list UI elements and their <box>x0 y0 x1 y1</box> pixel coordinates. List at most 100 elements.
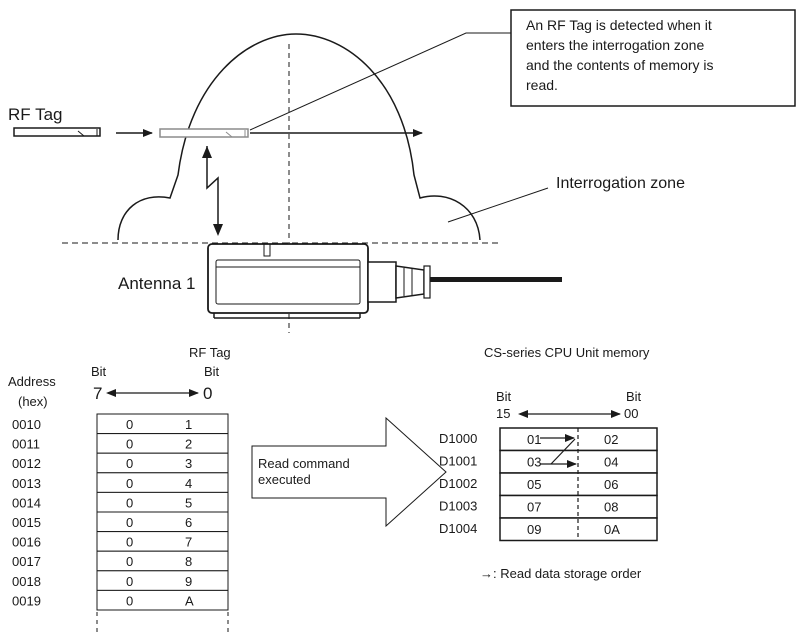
cpu-bit-right-label: Bit <box>626 389 642 404</box>
rf-table-row: 0019 0 A <box>12 589 229 611</box>
rf-table-address: 0017 <box>12 554 41 569</box>
rf-table-low-value: 5 <box>185 495 192 510</box>
cpu-table-row: D1000 01 02 <box>439 427 658 452</box>
rf-table-high-value: 0 <box>126 535 133 550</box>
rf-table-high-value: 0 <box>126 437 133 452</box>
read-command-line-1: Read command <box>258 456 350 471</box>
rf-table-row: 0016 0 7 <box>12 531 229 552</box>
rf-address-label: Address <box>8 374 56 389</box>
rf-table-row: 0018 0 9 <box>12 570 229 591</box>
rf-table-cell-border <box>96 413 229 435</box>
cpu-table-low-value: 04 <box>604 455 618 470</box>
rf-tag-icon <box>13 127 101 137</box>
storage-order-note: →: Read data storage order <box>480 566 642 581</box>
rf-table-low-value: 7 <box>185 535 192 550</box>
cpu-bit-range-arrow-left-head <box>518 410 528 418</box>
cpu-table-address: D1003 <box>439 499 477 514</box>
rf-bit-range-arrow-left-head <box>106 389 116 397</box>
rf-table-address: 0010 <box>12 417 41 432</box>
rf-table-address: 0011 <box>12 437 40 452</box>
rf-table-high-value: 0 <box>126 456 133 471</box>
rf-table-address: 0013 <box>12 476 41 491</box>
rf-table-high-value: 0 <box>126 417 133 432</box>
rf-bit-right-number: 0 <box>203 384 212 403</box>
rf-bit-left-number: 7 <box>93 384 102 403</box>
rf-table-cell-border <box>96 511 229 533</box>
callout-box <box>510 9 796 107</box>
cpu-table-low-value: 0A <box>604 522 620 537</box>
rf-tag-label: RF Tag <box>8 105 63 124</box>
rf-table-address: 0019 <box>12 593 41 608</box>
rf-table-high-value: 0 <box>126 574 133 589</box>
cpu-bit-left-number: 15 <box>496 406 510 421</box>
rf-table-low-value: 4 <box>185 476 192 491</box>
rf-table-row: 0013 0 4 <box>12 472 229 493</box>
rf-table-address: 0018 <box>12 574 41 589</box>
rf-table-low-value: 3 <box>185 456 192 471</box>
rf-table-title: RF Tag <box>189 345 231 360</box>
callout-line-2: enters the interrogation zone <box>526 37 704 53</box>
callout-line-4: read. <box>526 77 558 93</box>
callout-line-3: and the contents of memory is <box>526 57 714 73</box>
interrogation-zone-label: Interrogation zone <box>556 175 685 192</box>
rf-table-high-value: 0 <box>126 476 133 491</box>
rf-table-row: 0012 0 3 <box>12 452 229 474</box>
rf-table-low-value: 1 <box>185 417 192 432</box>
rf-table-address: 0015 <box>12 515 41 530</box>
callout-line-1: An RF Tag is detected when it <box>526 17 712 33</box>
cpu-table-row: D1002 05 06 <box>439 472 658 497</box>
rf-table-low-value: A <box>185 593 194 608</box>
cpu-bit-right-number: 00 <box>624 406 638 421</box>
callout-text: An RF Tag is detected when it enters the… <box>526 17 714 93</box>
rf-table-address: 0014 <box>12 495 41 510</box>
cpu-table-high-value: 01 <box>527 432 541 447</box>
cpu-table-address: D1002 <box>439 476 477 491</box>
rf-bit-right-label: Bit <box>204 364 220 379</box>
read-command-line-2: executed <box>258 472 311 487</box>
antenna-label: Antenna 1 <box>118 274 196 293</box>
storage-order-arrows <box>540 434 577 468</box>
rf-table-row: 0010 0 1 <box>12 413 229 435</box>
interrogation-zone-leader <box>447 187 549 223</box>
cpu-table-low-value: 06 <box>604 477 618 492</box>
communication-zigzag-arrow <box>202 146 223 236</box>
rf-table-high-value: 0 <box>126 495 133 510</box>
cpu-table-address: D1001 <box>439 454 477 469</box>
rf-tag-in-zone-icon <box>159 128 249 138</box>
cpu-table-high-value: 05 <box>527 477 541 492</box>
rf-table-address: 0016 <box>12 535 41 550</box>
rf-table-low-value: 6 <box>185 515 192 530</box>
rf-table-cell-border <box>96 570 229 591</box>
read-command-arrow <box>251 416 447 528</box>
cpu-table-low-value: 02 <box>604 432 618 447</box>
rf-table-cell-border <box>96 472 229 493</box>
cpu-table-high-value: 09 <box>527 522 541 537</box>
rf-table-row: 0015 0 6 <box>12 511 229 533</box>
rf-bit-left-label: Bit <box>91 364 107 379</box>
cpu-table-address: D1000 <box>439 431 477 446</box>
cpu-table-row: D1003 07 08 <box>439 494 658 519</box>
cpu-table-low-value: 08 <box>604 500 618 515</box>
rf-table-cell-border <box>96 452 229 474</box>
rf-table-address: 0012 <box>12 456 41 471</box>
cpu-table-cell-border <box>499 449 658 474</box>
callout-leader-line <box>249 32 511 131</box>
rf-table-cell-border <box>96 531 229 552</box>
interrogation-zone-outline <box>117 33 481 241</box>
rf-table-cell-border <box>96 491 229 513</box>
cpu-table-high-value: 07 <box>527 500 541 515</box>
rf-table-high-value: 0 <box>126 515 133 530</box>
rf-table-high-value: 0 <box>126 554 133 569</box>
cpu-table-title: CS-series CPU Unit memory <box>484 345 650 360</box>
cpu-bit-left-label: Bit <box>496 389 512 404</box>
antenna-illustration <box>207 243 562 319</box>
rf-table-high-value: 0 <box>126 593 133 608</box>
rf-table-low-value: 9 <box>185 574 192 589</box>
